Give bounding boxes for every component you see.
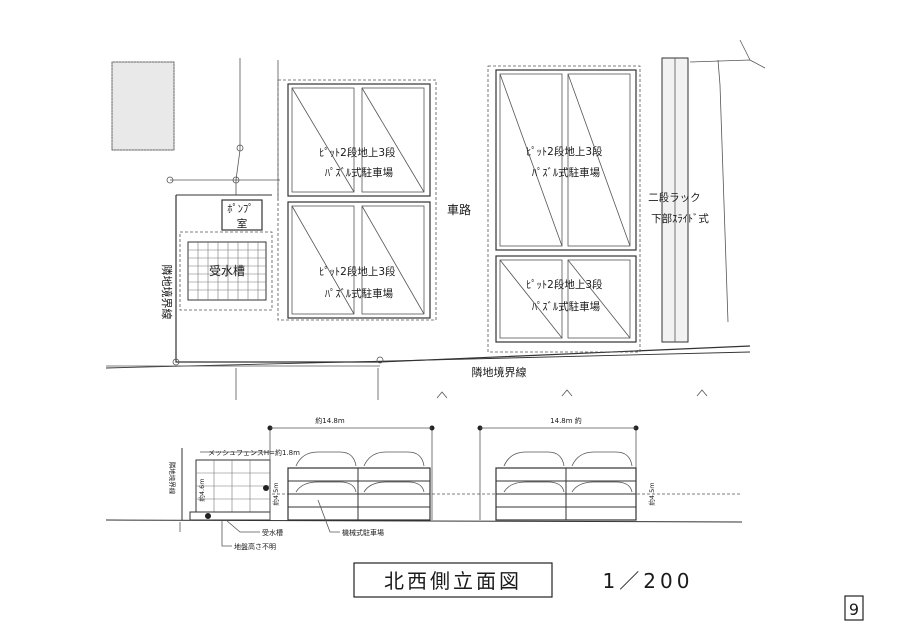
rack-line1: 二段ラック bbox=[648, 191, 701, 204]
rack-line2: 下部ｽﾗｲﾄﾞ式 bbox=[651, 212, 709, 225]
label-road: 車路 bbox=[447, 202, 471, 217]
parking-top-left-line2: ﾊﾟｽﾞﾙ式駐車場 bbox=[325, 166, 394, 179]
parking-bottom-right-line2: ﾊﾟｽﾞﾙ式駐車場 bbox=[532, 300, 601, 313]
page-number: 9 bbox=[849, 600, 859, 619]
label-water-tank: 受水槽 bbox=[209, 264, 245, 278]
utility-lines bbox=[166, 58, 280, 200]
label-dim-left: 約14.8m bbox=[315, 416, 345, 425]
label-parking-top-right: ﾋﾟｯﾄ2段地上3段 ﾊﾟｽﾞﾙ式駐車場 bbox=[526, 145, 606, 179]
neighbor-building-right bbox=[689, 39, 766, 323]
label-ground: 地盤高さ不明 bbox=[234, 542, 276, 551]
label-pump-room: ﾎﾟﾝﾌﾟ 室 bbox=[227, 203, 257, 230]
parking-bottom-right-line1: ﾋﾟｯﾄ2段地上3段 bbox=[526, 278, 603, 291]
parking-bottom-left-line1: ﾋﾟｯﾄ2段地上3段 bbox=[319, 265, 396, 278]
pump-room-line2: 室 bbox=[237, 217, 248, 230]
neighbor-hatch-area bbox=[111, 61, 175, 151]
pump-room bbox=[221, 199, 263, 231]
label-height-right: 約4.5m bbox=[647, 482, 656, 505]
water-tank-plan bbox=[179, 231, 273, 311]
page-number-box bbox=[844, 595, 864, 621]
label-parking-bottom-right: ﾋﾟｯﾄ2段地上3段 ﾊﾟｽﾞﾙ式駐車場 bbox=[526, 278, 606, 313]
parking-top-right-line1: ﾋﾟｯﾄ2段地上3段 bbox=[526, 145, 603, 158]
label-height-tank: 約4.6m bbox=[197, 478, 206, 501]
rack-strip bbox=[661, 57, 689, 343]
drawing-title-box bbox=[353, 562, 553, 598]
label-parking-bottom-left: ﾋﾟｯﾄ2段地上3段 ﾊﾟｽﾞﾙ式駐車場 bbox=[319, 265, 399, 300]
label-dim-right: 14.8m 約 bbox=[550, 416, 582, 425]
label-elev-boundary: 隣地境界線 bbox=[168, 462, 177, 495]
label-mech-parking: 機械式駐車場 bbox=[342, 528, 384, 537]
label-height-left: 約4.5m bbox=[271, 482, 280, 505]
parking-bottom-left-line2: ﾊﾟｽﾞﾙ式駐車場 bbox=[325, 287, 394, 300]
parking-block-right bbox=[487, 65, 641, 353]
site-boundary bbox=[105, 194, 751, 400]
elevation-leaders bbox=[200, 451, 340, 547]
label-elev-tank: 受水槽 bbox=[262, 528, 283, 537]
parking-top-left-line1: ﾋﾟｯﾄ2段地上3段 bbox=[319, 146, 396, 159]
label-rack: 二段ラック 下部ｽﾗｲﾄﾞ式 bbox=[648, 191, 709, 225]
label-boundary-horizontal: 隣地境界線 bbox=[472, 365, 527, 379]
label-boundary-vertical: 隣地境界線 bbox=[160, 265, 174, 320]
label-parking-top-left: ﾋﾟｯﾄ2段地上3段 ﾊﾟｽﾞﾙ式駐車場 bbox=[319, 146, 399, 179]
pump-room-line1: ﾎﾟﾝﾌﾟ bbox=[227, 203, 253, 215]
elevation-parking-right bbox=[477, 425, 639, 521]
elevation-parking-left bbox=[267, 425, 435, 521]
parking-top-right-line2: ﾊﾟｽﾞﾙ式駐車場 bbox=[532, 166, 601, 179]
chevron-marks bbox=[436, 389, 708, 399]
drawing-scale: 1／200 bbox=[603, 569, 694, 593]
parking-block-left bbox=[277, 79, 437, 321]
label-fence: メッシュフェンスH=約1.8m bbox=[208, 448, 300, 457]
drawing-title: 北西側立面図 bbox=[384, 569, 522, 593]
